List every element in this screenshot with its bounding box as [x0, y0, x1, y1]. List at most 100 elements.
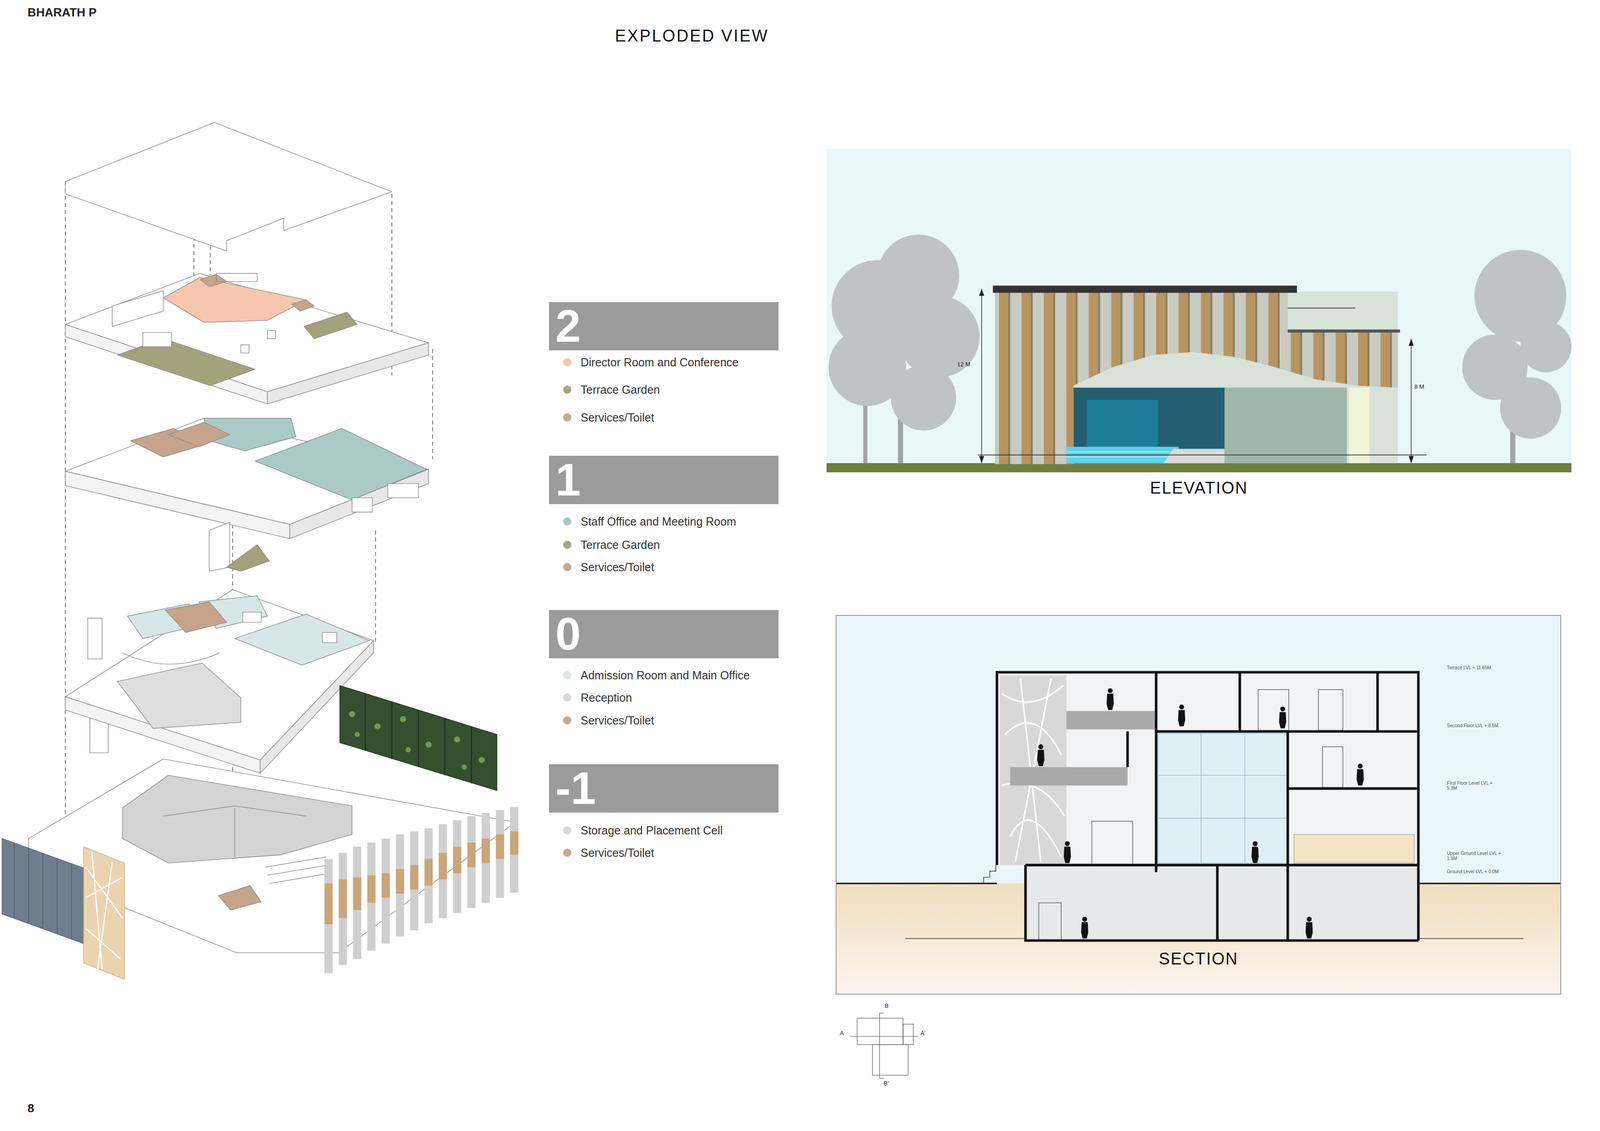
drawing-shape [1244, 733, 1245, 864]
facade-louvres [324, 807, 519, 974]
legend-text: Services/Toilet [580, 560, 654, 575]
drawing-shape [391, 701, 393, 759]
drawing-shape [324, 883, 333, 925]
section-mark: B [884, 1003, 889, 1010]
perforated-fence [1, 838, 87, 946]
drawing-shape [142, 332, 172, 347]
walls [997, 672, 1419, 942]
drawing-shape [1063, 847, 1072, 864]
drawing-shape [1081, 922, 1089, 939]
drawing-shape [117, 663, 241, 729]
drawing-shape [339, 685, 497, 791]
drawing-shape [1082, 916, 1088, 922]
drawing-shape [1010, 767, 1128, 786]
drawing-group [1, 122, 1572, 1079]
page-title: EXPLODED VIEW [487, 26, 896, 46]
drawing-shape [453, 847, 462, 874]
drawing-shape [850, 1036, 919, 1037]
dimension: 12 M [956, 361, 971, 369]
drawing-shape [1066, 456, 1179, 458]
label-wrap: Second Floor LVL + 8.5M [1447, 723, 1504, 729]
drawing-shape [481, 813, 490, 904]
legend-text: Admission Room and Main Office [580, 668, 750, 683]
drawing-shape [396, 834, 405, 937]
legend-text: Reception [580, 690, 633, 705]
drawing-shape [1, 838, 87, 946]
drawing-shape [1158, 818, 1288, 819]
legend-swatch [563, 693, 572, 702]
drawing-shape [879, 1013, 884, 1014]
section-mark: A' [920, 1030, 926, 1038]
drawing-shape [879, 1078, 884, 1079]
drawing-shape [56, 857, 58, 934]
drawing-shape [1025, 865, 1419, 941]
level-1-plate [65, 418, 429, 572]
label-wrap: 8 M [1414, 383, 1425, 391]
drawing-shape [1287, 787, 1419, 791]
drawing-shape [1177, 710, 1186, 727]
legend-swatch [563, 540, 572, 550]
legend-item: Admission Room and Main Office [563, 668, 750, 683]
drawing-shape [209, 522, 230, 572]
drawing-shape [85, 852, 123, 975]
legend-swatch [563, 413, 572, 422]
drawing-shape [467, 816, 476, 909]
drawing-shape [367, 875, 376, 903]
drawing-shape [1258, 690, 1289, 731]
legend-text: Services/Toilet [580, 846, 654, 860]
drawing-shape [424, 859, 433, 886]
drawing-shape [381, 873, 390, 899]
drawing-shape [1500, 377, 1562, 439]
drawing-shape [122, 653, 220, 665]
drawing-heading: SECTION [836, 949, 1561, 969]
drawing-shape [424, 828, 433, 924]
drawing-shape [981, 288, 982, 464]
drawing-shape [353, 847, 362, 960]
drawing-shape [1287, 308, 1356, 309]
drawing-shape [1318, 690, 1344, 731]
drawing-group [1038, 690, 1343, 942]
drawing-shape [163, 277, 307, 323]
drawing-shape [1064, 841, 1070, 847]
drawing-shape [1179, 704, 1185, 710]
drawing-shape [375, 530, 376, 644]
section-mark: A [839, 1030, 844, 1038]
heading-wrap: SECTION [836, 949, 1561, 969]
legend-swatch [563, 848, 572, 858]
drawing-shape [453, 820, 462, 914]
drawing-shape [978, 455, 984, 464]
drawing-shape [216, 273, 257, 282]
drawing-shape [1418, 938, 1524, 940]
legend-swatch [563, 385, 572, 394]
drawing-shape [1408, 455, 1414, 464]
drawing-shape [322, 632, 337, 643]
label-wrap: A [839, 1030, 844, 1038]
drawing-panel: ELEVATION [826, 148, 1572, 473]
drawing-shape [1025, 865, 1419, 941]
level-note: Second Floor LVL + 8.5M [1447, 723, 1504, 729]
drawing-shape [1251, 847, 1259, 864]
drawing-group [349, 711, 485, 770]
drawing-group [14, 842, 72, 940]
level-band: 0 [549, 610, 779, 659]
legend-text: Terrace Garden [580, 382, 660, 397]
drawing-shape [353, 877, 362, 911]
drawing-shape [112, 290, 164, 327]
drawing-group [1251, 841, 1259, 864]
drawing-shape [65, 324, 268, 404]
legend-text: Storage and Placement Cell [580, 823, 723, 838]
drawing-shape [1158, 775, 1288, 776]
label-wrap: 12 M [956, 361, 971, 369]
drawing-shape [977, 865, 996, 884]
drawing-shape [978, 288, 984, 297]
drawing-shape [467, 842, 476, 868]
drawing-shape [1224, 387, 1347, 464]
drawing-shape [122, 775, 352, 863]
legend-swatch [563, 563, 572, 572]
drawing-shape [1091, 821, 1133, 866]
drawing-shape [269, 873, 331, 884]
drawing-shape [387, 483, 419, 498]
drawing-shape [338, 852, 347, 966]
level-2-plate [65, 273, 429, 404]
